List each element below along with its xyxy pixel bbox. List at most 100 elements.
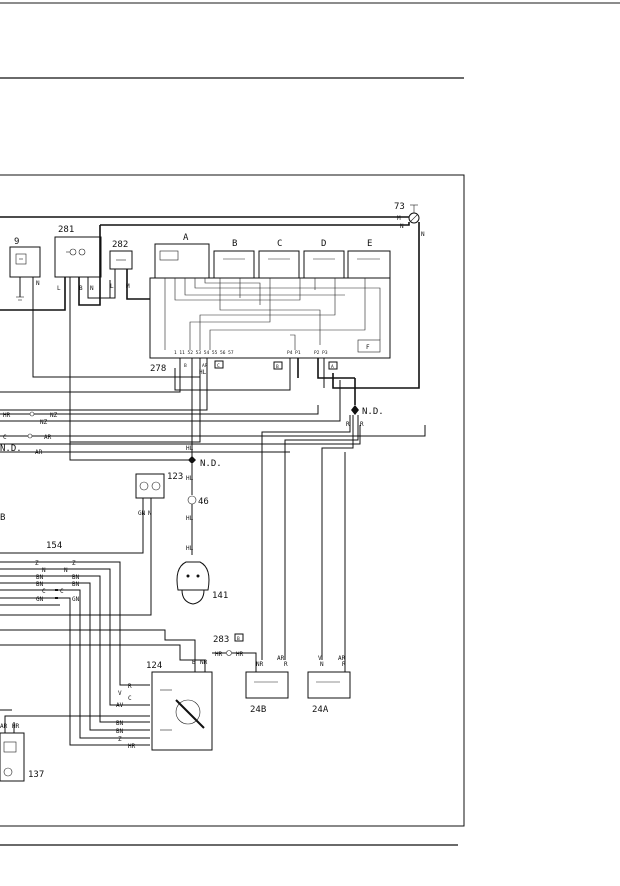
svg-text:B: B	[192, 659, 196, 666]
label-9: 9	[14, 237, 19, 247]
svg-text:Z: Z	[72, 560, 76, 567]
svg-text:R: R	[360, 421, 364, 428]
component-9: 9 N	[9, 237, 201, 378]
relay-c: C	[258, 239, 300, 279]
label-137: 137	[28, 770, 44, 780]
svg-text:GN: GN	[72, 596, 80, 603]
label-282: 282	[112, 240, 128, 250]
svg-text:AR: AR	[277, 655, 285, 662]
svg-text:AR: AR	[44, 434, 52, 441]
label-123: 123	[167, 472, 183, 482]
svg-text:AR: AR	[338, 655, 346, 662]
component-141: 141	[176, 561, 228, 605]
svg-text:D: D	[321, 239, 326, 249]
label-278: 278	[150, 364, 166, 374]
svg-text:HL: HL	[186, 515, 194, 522]
relay-a: A	[154, 233, 210, 279]
control-unit-278: A B C D E	[149, 233, 391, 374]
svg-text:P2 P3: P2 P3	[314, 350, 328, 356]
svg-text:N: N	[64, 567, 68, 574]
svg-text:C: C	[42, 588, 46, 595]
svg-text:R: R	[342, 661, 346, 668]
svg-text:C: C	[60, 588, 64, 595]
svg-text:L: L	[57, 285, 61, 292]
svg-text:HR: HR	[12, 723, 20, 730]
svg-text:BN: BN	[72, 581, 80, 588]
svg-text:NR: NR	[200, 659, 208, 666]
svg-text:NZ: NZ	[40, 419, 48, 426]
svg-text:AR: AR	[35, 449, 43, 456]
svg-text:M: M	[126, 283, 130, 290]
svg-text:N: N	[148, 510, 152, 517]
svg-text:B: B	[79, 285, 83, 292]
page-frame	[0, 2, 620, 846]
svg-text:N: N	[36, 280, 40, 287]
conn-c: C	[217, 363, 220, 369]
label-46: 46	[198, 497, 209, 507]
svg-text:HR: HR	[236, 651, 244, 658]
label-281: 281	[58, 225, 74, 235]
svg-text:R: R	[346, 421, 350, 428]
svg-text:N: N	[320, 661, 324, 668]
svg-text:N: N	[421, 231, 425, 238]
label-283: 283	[213, 635, 229, 645]
svg-text:P4 P1: P4 P1	[287, 350, 301, 356]
label-24b: 24B	[250, 705, 266, 715]
svg-text:Z: Z	[118, 736, 122, 743]
svg-text:HL: HL	[186, 545, 194, 552]
svg-text:F: F	[366, 344, 370, 351]
svg-text:B: B	[232, 239, 237, 249]
svg-text:L: L	[110, 283, 114, 290]
conn-a: A	[331, 364, 334, 370]
conn-b: B	[276, 364, 279, 370]
svg-text:N: N	[42, 567, 46, 574]
svg-text:HR: HR	[128, 743, 136, 750]
svg-text:B: B	[184, 363, 187, 369]
svg-text:AV: AV	[116, 702, 124, 709]
label-141: 141	[212, 591, 228, 601]
component-123: 123 GN N	[0, 472, 183, 616]
component-281: 281 L B N	[0, 225, 192, 461]
svg-text:GN: GN	[36, 596, 44, 603]
wires-278-outputs: B HL AR	[0, 358, 355, 460]
label-73: 73	[394, 202, 405, 212]
svg-text:HL: HL	[186, 475, 194, 482]
svg-text:A: A	[183, 233, 189, 243]
component-282: 282 L M	[109, 240, 150, 300]
svg-text:AR: AR	[0, 723, 8, 730]
nd-junctions: N.D. N.D. R R	[188, 378, 384, 660]
label-24a: 24A	[312, 705, 329, 715]
svg-text:V: V	[318, 655, 322, 662]
label-fragment-b: B	[0, 513, 5, 523]
svg-text:N: N	[400, 223, 404, 230]
relay-e: E	[347, 239, 391, 279]
svg-text:C: C	[277, 239, 282, 249]
svg-text:GN: GN	[138, 510, 146, 517]
component-283: 283 B HR HR	[212, 633, 257, 672]
svg-text:BN: BN	[116, 728, 124, 735]
svg-text:HR: HR	[3, 412, 11, 419]
svg-text:HL: HL	[186, 445, 194, 452]
label-nd-left: N.D.	[0, 444, 22, 454]
component-124: 124 B NR R V C AV BN BN Z HR	[116, 659, 213, 751]
svg-text:V: V	[118, 690, 122, 697]
svg-text:NZ: NZ	[50, 412, 58, 419]
svg-text:B: B	[237, 636, 240, 642]
relay-24a: 24A V AR N R	[307, 452, 351, 715]
label-nd-right: N.D.	[362, 407, 384, 417]
svg-text:NR: NR	[256, 661, 264, 668]
component-73: 73 M N N	[0, 202, 425, 389]
relay-b: B	[213, 239, 255, 279]
svg-text:BN: BN	[72, 574, 80, 581]
svg-text:BN: BN	[36, 574, 44, 581]
svg-text:N: N	[90, 285, 94, 292]
relay-24b: 24B NR AR R	[245, 655, 289, 715]
label-154: 154	[46, 541, 62, 551]
svg-text:E: E	[367, 239, 372, 249]
svg-text:BN: BN	[116, 720, 124, 727]
svg-text:Z: Z	[35, 560, 39, 567]
svg-text:R: R	[284, 661, 288, 668]
svg-text:HR: HR	[215, 651, 223, 658]
